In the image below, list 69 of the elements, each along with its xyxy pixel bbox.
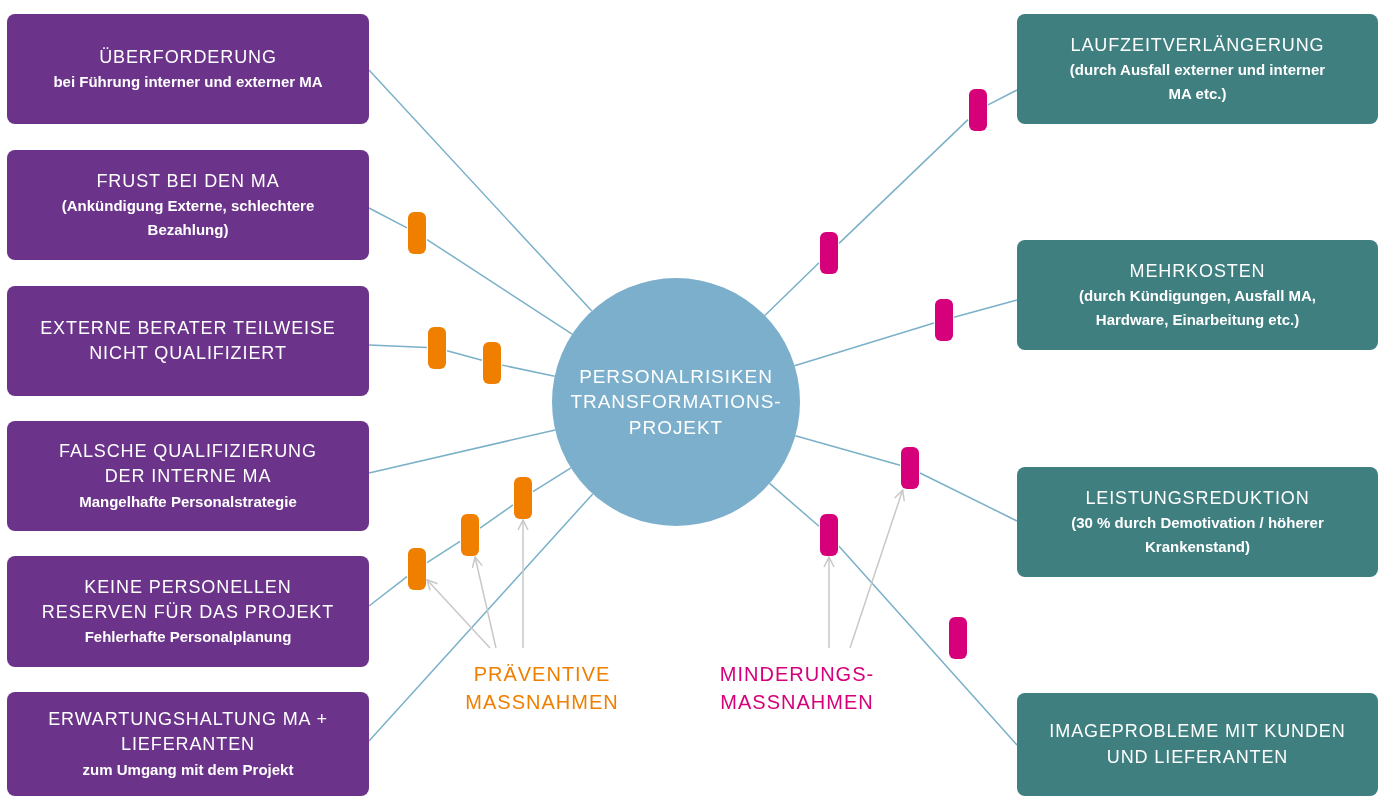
risk-box: [1017, 14, 1378, 124]
connector-line: [764, 262, 820, 317]
box-heading: EXTERNE BERATER TEILWEISE NICHT QUALIFIZIERT: [39, 316, 337, 365]
connector-line: [953, 299, 1018, 318]
box-heading: ERWARTUNGSHALTUNG MA + LIEFERANTEN: [47, 708, 329, 757]
connector-line: [479, 504, 514, 529]
box-description: (durch Kündigungen, Ausfall MA, Hardware, Einarbeitung etc.): [1078, 286, 1317, 330]
risk-box: [7, 14, 369, 124]
connector-line: [793, 322, 935, 367]
box-heading: LAUFZEITVERLÄNGERUNG: [1070, 34, 1325, 58]
connector-line: [987, 89, 1018, 106]
box-description: (Ankündigung Externe, schlechtere Bezahlung): [60, 196, 316, 240]
box-heading: MEHRKOSTEN: [1129, 260, 1266, 284]
marker-bar: [483, 342, 501, 384]
connector-line: [532, 467, 572, 493]
box-description: (30 % durch Demotivation / höherer Krankenstand): [1070, 513, 1325, 557]
connector-line: [838, 118, 969, 245]
marker-bar: [935, 299, 953, 341]
box-heading: LEISTUNGSREDUKTION: [1085, 487, 1310, 511]
connector-line: [368, 575, 408, 607]
connector-line: [838, 545, 1018, 746]
marker-bar: [408, 212, 426, 254]
box-description: zum Umgang mit dem Projekt: [82, 759, 294, 780]
connector-line: [368, 69, 593, 312]
connector-line: [446, 350, 483, 361]
connector-line: [919, 472, 1018, 522]
risk-box: [1017, 693, 1378, 796]
risk-box: [7, 692, 369, 796]
marker-bar: [901, 447, 919, 489]
box-heading: FRUST BEI DEN MA: [96, 170, 280, 194]
connector-line: [794, 434, 901, 466]
connector-line: [368, 493, 594, 742]
marker-bar: [408, 548, 426, 590]
connector-line: [501, 364, 556, 378]
marker-bar: [820, 514, 838, 556]
risk-box: [7, 421, 369, 531]
box-heading: ÜBERFORDERUNG: [99, 45, 277, 69]
risk-box: [1017, 240, 1378, 350]
box-description: (durch Ausfall externer und interner MA etc.): [1068, 60, 1327, 104]
connector-line: [368, 344, 428, 349]
arrow: [426, 579, 491, 649]
marker-bar: [514, 477, 532, 519]
box-description: Mangelhafte Personalstrategie: [79, 491, 297, 512]
risk-box: [7, 286, 369, 396]
box-description: bei Führung interner und externer MA: [53, 71, 323, 92]
box-heading: IMAGEPROBLEME MIT KUNDEN UND LIEFERANTEN: [1048, 720, 1347, 769]
arrow: [823, 556, 835, 649]
measures-label: MINDERUNGS- MASSNAHMEN: [712, 660, 882, 716]
marker-bar: [969, 89, 987, 131]
marker-bar: [820, 232, 838, 274]
box-heading: FALSCHE QUALIFIZIERUNG DER INTERNE MA: [58, 440, 318, 489]
arrow: [517, 519, 529, 649]
connector-line: [368, 207, 408, 229]
circle-title: PERSONALRISIKEN TRANSFORMATIONS- PROJEKT: [570, 364, 782, 440]
marker-bar: [428, 327, 446, 369]
arrow: [849, 489, 905, 649]
risk-box: [1017, 467, 1378, 577]
arrow: [471, 556, 497, 649]
box-description: Fehlerhafte Personalplanung: [84, 627, 292, 648]
connector-line: [426, 540, 461, 564]
connector-line: [426, 238, 573, 335]
connector-line: [768, 482, 820, 528]
risk-box: [7, 556, 369, 667]
measures-label: PRÄVENTIVE MASSNAHMEN: [462, 660, 622, 716]
connector-line: [368, 429, 556, 474]
marker-bar: [949, 617, 967, 659]
risk-box: [7, 150, 369, 260]
box-heading: KEINE PERSONELLEN RESERVEN FÜR DAS PROJEKT: [40, 575, 336, 624]
marker-bar: [461, 514, 479, 556]
